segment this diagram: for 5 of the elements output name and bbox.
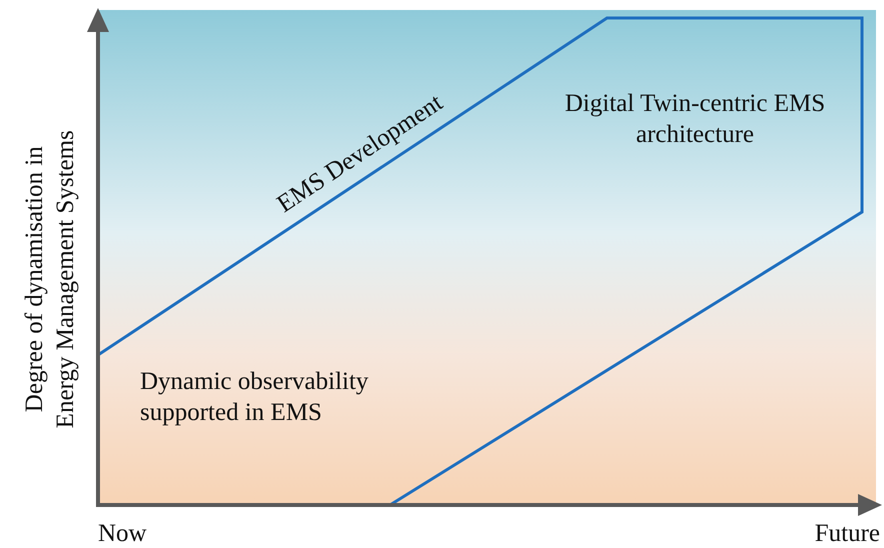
region-label: Dynamic observability supported in EMS bbox=[140, 367, 370, 428]
axis-title: Degree of dynamisation in Energy Management Systems bbox=[20, 129, 80, 430]
axis-label: Future bbox=[814, 519, 880, 548]
region-label: Digital Twin-centric EMS architecture bbox=[564, 89, 826, 150]
axis-label: Now bbox=[98, 519, 148, 548]
